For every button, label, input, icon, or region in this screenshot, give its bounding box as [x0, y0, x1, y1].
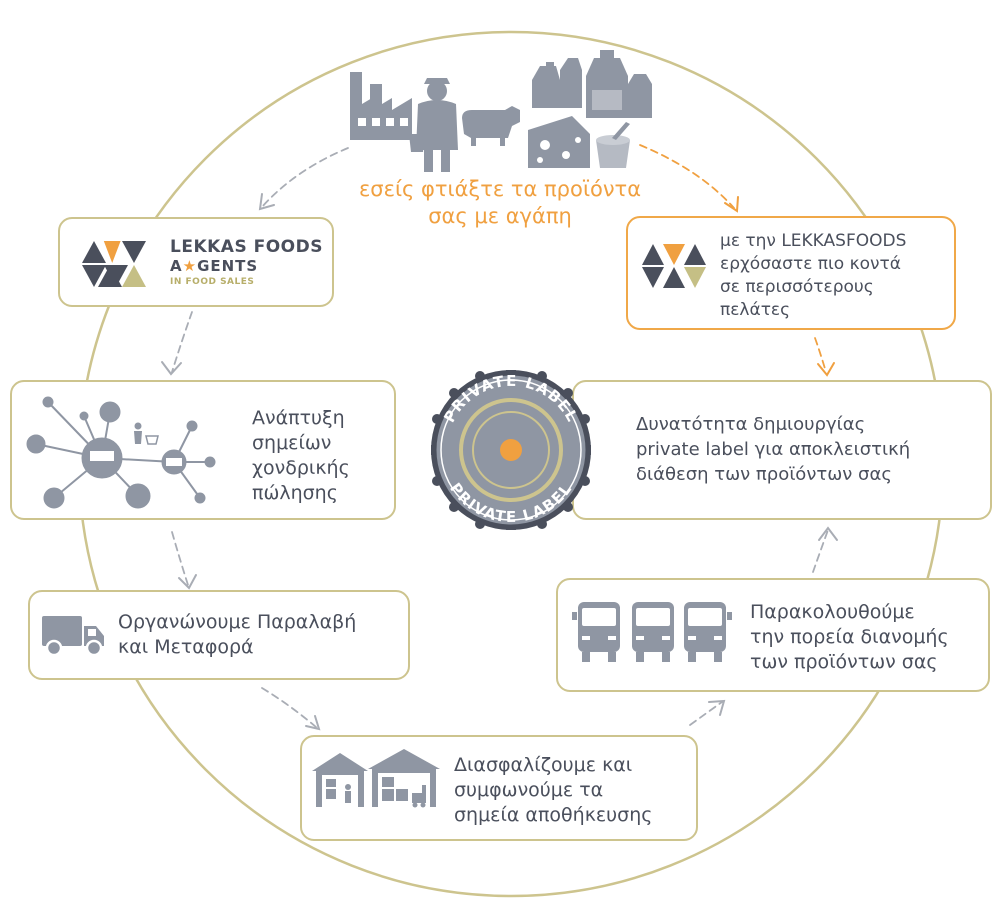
storage-line-1: Διασφαλίζουμε και	[454, 754, 633, 776]
tracking-line-3: των προϊόντων σας	[750, 651, 938, 673]
storage-box: Διασφαλίζουμε και συμφωνούμε τα σημεία α…	[300, 735, 698, 841]
tracking-text: Παρακολουθούμε την πορεία διανομής των π…	[750, 600, 949, 675]
closer-line-3: σε περισσότερους	[720, 277, 874, 297]
tracking-line-1: Παρακολουθούμε	[750, 601, 915, 623]
wholesale-line-2: σημείων	[252, 432, 332, 454]
tracking-line-2: την πορεία διανομής	[750, 626, 949, 648]
closer-line-2: ερχόσαστε πιο κοντά	[720, 254, 901, 274]
truck-front-icon-3	[684, 602, 732, 662]
storage-text: Διασφαλίζουμε και συμφωνούμε τα σημεία α…	[454, 753, 652, 828]
private-label-box: Δυνατότητα δημιουργίας private label για…	[572, 380, 992, 520]
warehouse-icon	[312, 749, 440, 808]
agents-logo-box: LEKKAS FOODS A★GENTS IN FOOD SALES	[58, 217, 334, 307]
transport-box: Οργανώνουμε Παραλαβή και Μεταφορά	[28, 590, 410, 680]
tagline-line-2: σας με αγάπη	[428, 204, 572, 228]
private-label-text: Δυνατότητα δημιουργίας private label για…	[636, 412, 910, 487]
closer-text: με την LEKKASFOODS ερχόσαστε πιο κοντά σ…	[720, 230, 906, 322]
wholesale-text: Ανάπτυξη σημείων χονδρικής πώλησης	[252, 406, 350, 506]
closer-line-1: με την LEKKASFOODS	[720, 231, 907, 251]
private-label-badge: PRIVATE LABEL PRIVATE LABEL	[431, 370, 591, 530]
private-label-line-3: διάθεση των προϊόντων σας	[636, 464, 892, 485]
factory-icon	[350, 72, 412, 140]
tracking-box: Παρακολουθούμε την πορεία διανομής των π…	[556, 578, 990, 692]
truck-front-icon-1	[572, 602, 620, 662]
wholesale-line-4: πώλησης	[252, 482, 338, 504]
brand-agents: A★GENTS	[170, 257, 258, 275]
wholesale-line-3: χονδρικής	[252, 457, 350, 479]
star-icon: ★	[182, 257, 198, 275]
transport-text: Οργανώνουμε Παραλαβή και Μεταφορά	[118, 610, 356, 660]
brand-sub: IN FOOD SALES	[170, 277, 255, 287]
arrow-heads	[161, 193, 838, 731]
private-label-line-1: Δυνατότητα δημιουργίας	[636, 414, 866, 435]
transport-line-2: και Μεταφορά	[118, 636, 254, 658]
brand-agents-pre: A	[170, 257, 183, 275]
closer-line-4: πελάτες	[720, 300, 791, 320]
arrow-production-to-agents	[261, 147, 349, 208]
truck-front-icon-2	[632, 602, 674, 662]
lekkas-logo-icon-small	[642, 244, 706, 288]
closer-to-customers-box: με την LEKKASFOODS ερχόσαστε πιο κοντά σ…	[626, 216, 956, 330]
transport-line-1: Οργανώνουμε Παραλαβή	[118, 611, 357, 633]
flow-arrows	[171, 144, 829, 728]
private-label-line-2: private label για αποκλειστική	[636, 439, 911, 460]
farmer-icon	[409, 78, 458, 172]
warehouse-large-icon	[368, 749, 440, 808]
arrow-production-to-closer	[639, 144, 735, 209]
arrow-tracking-to-privatelabel	[812, 529, 829, 573]
wholesale-box: Ανάπτυξη σημείων χονδρικής πώλησης	[10, 380, 396, 520]
wholesale-line-1: Ανάπτυξη	[252, 407, 345, 429]
tagline: εσείς φτιάξτε τα προϊόντα σας με αγάπη	[330, 176, 670, 230]
trucks-fleet-icon	[572, 602, 732, 662]
brand-agents-post: GENTS	[197, 257, 259, 275]
arrow-closer-to-privatelabel	[814, 337, 827, 373]
tagline-line-1: εσείς φτιάξτε τα προϊόντα	[358, 177, 642, 201]
dairy-products-icon	[528, 50, 652, 168]
arrow-transport-to-storage	[261, 687, 317, 728]
network-icon	[26, 396, 216, 509]
brand-name: LEKKAS FOODS	[170, 237, 323, 257]
arrow-wholesale-to-transport	[171, 531, 189, 586]
production-illustration	[350, 50, 652, 172]
storage-line-2: συμφωνούμε τα	[454, 779, 604, 801]
storage-line-3: σημεία αποθήκευσης	[454, 804, 653, 826]
cow-icon	[462, 106, 520, 146]
truck-icon	[42, 616, 104, 657]
arrow-agents-to-wholesale	[171, 311, 193, 373]
warehouse-small-icon	[312, 753, 368, 807]
lekkas-logo-icon	[82, 241, 146, 287]
arrow-storage-to-tracking	[689, 701, 723, 726]
